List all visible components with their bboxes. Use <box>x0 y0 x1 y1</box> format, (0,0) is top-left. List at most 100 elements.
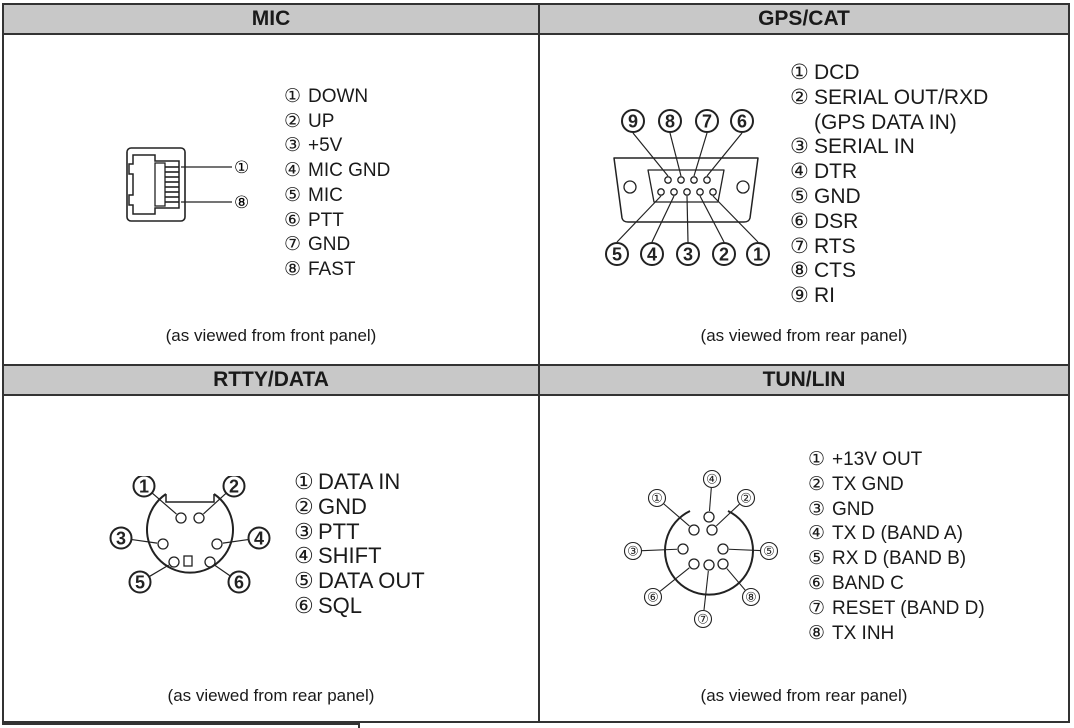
db9-pin <box>690 176 698 184</box>
svg-text:⑧: ⑧ <box>745 590 757 605</box>
db9-pin-badge: 9 <box>621 109 645 133</box>
svg-text:③: ③ <box>627 544 639 559</box>
gps-caption: (as viewed from rear panel) <box>700 326 908 345</box>
db9-pin <box>709 188 717 196</box>
din8-pin <box>688 558 700 570</box>
svg-text:2: 2 <box>229 476 239 496</box>
row-divider <box>4 364 1068 366</box>
db9-pin-badge: 1 <box>746 242 770 266</box>
din8-pin <box>703 511 715 523</box>
din8-pin <box>717 543 729 555</box>
din6-pin-badge: 5 <box>128 570 152 594</box>
din8-pin-badge: ⑥ <box>643 587 663 607</box>
db9-pin-badge: 2 <box>712 242 736 266</box>
svg-text:5: 5 <box>612 244 622 264</box>
din6-pin <box>204 556 216 568</box>
din8-connector-diagram: ① ② ③ ④ ⑤ ⑥ ⑧ ⑦ <box>623 469 779 629</box>
mic-title: MIC <box>4 5 538 35</box>
next-table-edge <box>2 723 1070 728</box>
svg-text:1: 1 <box>139 476 149 496</box>
din8-pin-badge: ⑦ <box>693 609 713 629</box>
din6-pin <box>175 512 187 524</box>
rtty-title: RTTY/DATA <box>4 366 538 396</box>
db9-pin <box>703 176 711 184</box>
db9-pin-badge: 6 <box>730 109 754 133</box>
tun-caption: (as viewed from rear panel) <box>700 686 908 705</box>
svg-text:7: 7 <box>702 111 712 131</box>
db9-pin-badge: 5 <box>605 242 629 266</box>
svg-text:5: 5 <box>135 572 145 592</box>
din6-pin-badge: 2 <box>222 476 246 498</box>
din8-pin-badge: ② <box>736 488 756 508</box>
din8-pin <box>688 524 700 536</box>
svg-text:①: ① <box>651 491 663 506</box>
din6-pin <box>168 556 180 568</box>
mic-pin8-marker: ⑧ <box>234 193 249 212</box>
tun-title: TUN/LIN <box>540 366 1068 396</box>
db9-pin <box>670 188 678 196</box>
gps-title: GPS/CAT <box>540 5 1068 35</box>
list-item: ①+13V OUT <box>808 449 923 470</box>
db9-pin <box>696 188 704 196</box>
db9-pin <box>677 176 685 184</box>
mic-pin1-marker: ① <box>234 158 249 177</box>
list-item: ③+5V <box>284 135 343 157</box>
din8-pin-badge: ⑤ <box>759 541 779 561</box>
din8-pin-badge: ③ <box>623 541 643 561</box>
db9-pin <box>664 176 672 184</box>
mic-caption: (as viewed from front panel) <box>165 326 377 345</box>
svg-text:4: 4 <box>254 528 264 548</box>
svg-text:3: 3 <box>116 528 126 548</box>
svg-text:④: ④ <box>706 472 718 487</box>
list-item: (GPS DATA IN) <box>814 110 957 134</box>
svg-text:⑦: ⑦ <box>697 612 709 627</box>
db9-pin-badge: 4 <box>640 242 664 266</box>
din6-pin <box>157 538 169 550</box>
din8-pin <box>717 558 729 570</box>
db9-pin <box>657 188 665 196</box>
din8-pin <box>706 524 718 536</box>
din6-pin-badge: 1 <box>132 476 156 498</box>
din6-pin <box>193 512 205 524</box>
din8-pin-badge: ⑧ <box>741 587 761 607</box>
din8-pin <box>677 543 689 555</box>
din6-pin-badge: 4 <box>247 526 271 550</box>
svg-text:⑤: ⑤ <box>763 544 775 559</box>
mic-jack-diagram: ① ⑧ <box>126 147 249 222</box>
db9-pin-badge: 8 <box>658 109 682 133</box>
svg-text:2: 2 <box>719 244 729 264</box>
svg-text:9: 9 <box>628 111 638 131</box>
db9-pin <box>683 188 691 196</box>
